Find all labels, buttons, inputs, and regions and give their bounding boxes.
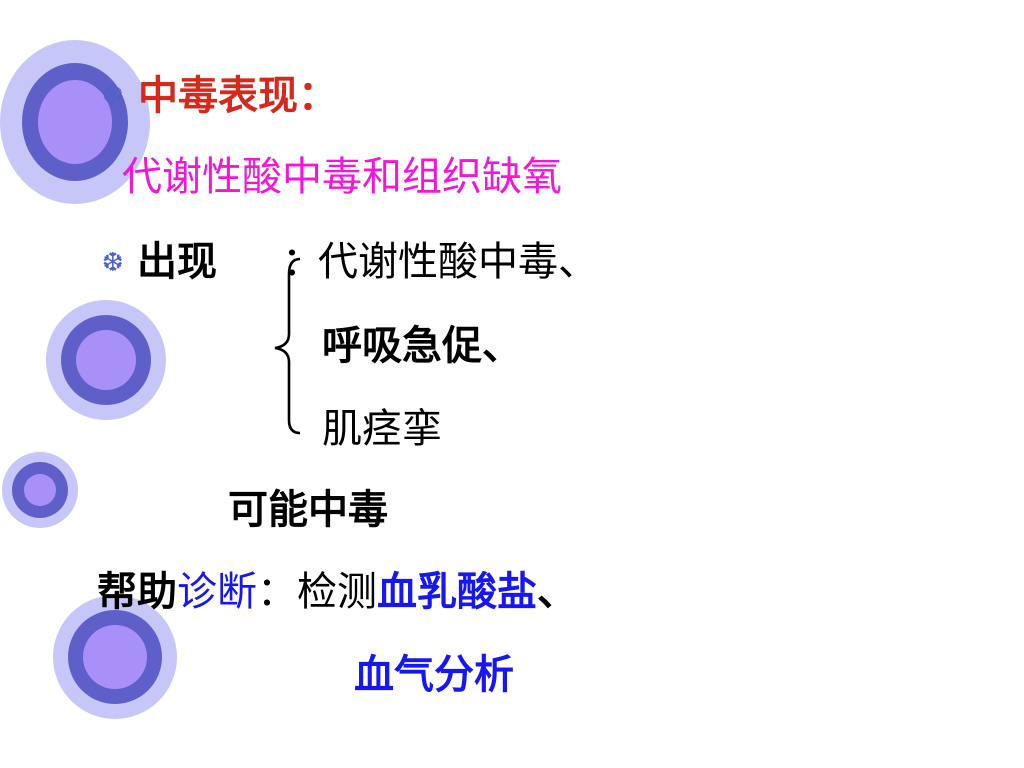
diagnosis-lead: 帮助 bbox=[97, 569, 177, 615]
diagnosis-test: 血乳酸盐 bbox=[377, 569, 537, 615]
symptom-item: 肌痉挛 bbox=[322, 406, 442, 452]
symptoms-label: 出现 bbox=[137, 239, 217, 285]
diagnosis-test: 血气分析 bbox=[354, 652, 514, 698]
snowflake-bullet-icon: ❆ bbox=[102, 81, 124, 111]
diagnosis-separator: 、 bbox=[537, 569, 577, 615]
diagnosis-line: 帮助诊断：检测血乳酸盐、 bbox=[97, 568, 577, 616]
snowflake-bullet-icon: ❆ bbox=[102, 248, 124, 278]
decor-ring-1-core bbox=[38, 80, 112, 164]
symptom-item: 代谢性酸中毒、 bbox=[318, 239, 598, 285]
diagnosis-keyword: 诊断 bbox=[177, 569, 257, 615]
slide-heading: 中毒表现： bbox=[138, 73, 338, 119]
diagnosis-colon: ： bbox=[257, 569, 297, 615]
conclusion-text: 可能中毒 bbox=[228, 487, 388, 533]
decor-ring-4-core bbox=[83, 625, 147, 689]
curly-brace-icon bbox=[274, 257, 301, 435]
symptom-item: 呼吸急促、 bbox=[322, 323, 522, 369]
diagnosis-action: 检测 bbox=[297, 569, 377, 615]
slide-subtitle: 代谢性酸中毒和组织缺氧 bbox=[122, 154, 562, 200]
decor-ring-2-core bbox=[76, 330, 136, 390]
decor-ring-3-core bbox=[24, 474, 56, 506]
